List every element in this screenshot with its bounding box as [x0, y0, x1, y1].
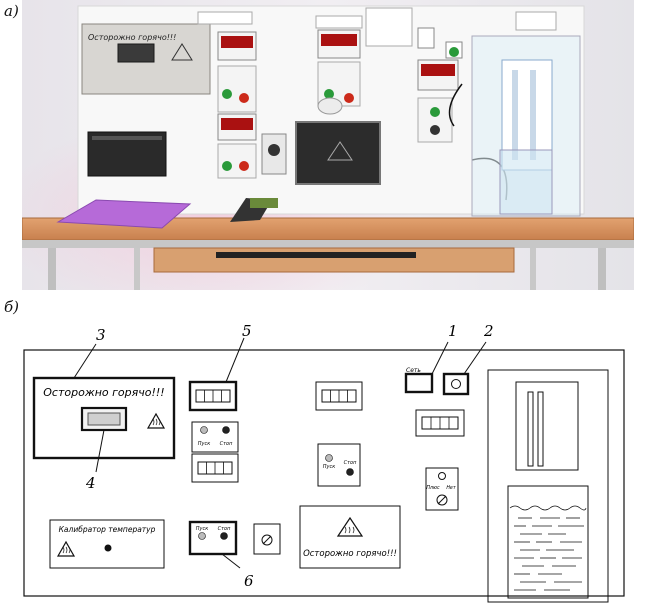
scheme-middle-controller [315, 381, 363, 411]
photo-warning-text: Осторожно горячо!!! [88, 33, 176, 42]
calibrator-socket [104, 544, 112, 552]
callout-3: 3 [96, 326, 106, 344]
purple-folder-photo [56, 199, 192, 229]
figure-label-b: б) [4, 298, 20, 316]
controller-column-2-photo [317, 29, 361, 115]
callout-6: 6 [244, 572, 254, 590]
scheme-right-controller [415, 409, 465, 437]
thermostat-glass-case-photo [471, 11, 581, 217]
power-label: Сеть [406, 367, 421, 374]
scheme-controller-5 [188, 380, 238, 412]
controller-column-1-photo [217, 31, 287, 179]
lab-stand-photo: Осторожно горячо!!! [22, 0, 634, 290]
svg-text:Стоп: Стоп [220, 441, 233, 447]
desk-shelf [153, 247, 515, 273]
water-lines [514, 517, 584, 591]
callout-1: 1 [448, 322, 458, 340]
callout-5: 5 [242, 322, 252, 340]
box-warning-icon [336, 516, 364, 537]
scheme-left-start-stop: Пуск Стоп [191, 421, 239, 453]
scheme-middle-start-stop: Пуск Стоп [317, 443, 361, 487]
controller-column-3-photo [417, 27, 463, 143]
callout-2: 2 [483, 322, 494, 340]
scheme-warning-text-2: Осторожно горячо!!! [303, 549, 397, 559]
scheme-selector-switch [253, 523, 281, 555]
scheme-frame [23, 349, 625, 597]
scheme-thermostat-cabinet [487, 369, 609, 603]
heater-box-photo [295, 121, 381, 185]
scheme-warning-text: Осторожно горячо!!! [43, 386, 164, 399]
scheme-indicator-lamp-2 [442, 372, 470, 396]
scheme-heater-block: Осторожно горячо!!! [32, 376, 176, 460]
scheme-right-lamp-switch: Плюс Нет [425, 467, 459, 511]
stand-scheme: Осторожно горячо!!! Калибратор температу… [23, 322, 625, 603]
svg-text:Плюс: Плюс [426, 485, 440, 491]
figure-label-a: а) [4, 2, 19, 20]
scheme-calibrator-block: Калибратор температур [49, 519, 165, 569]
scheme-start-stop-6: Пуск Стоп [188, 520, 238, 556]
callout-leaders [73, 337, 487, 569]
callout-4: 4 [85, 474, 96, 492]
svg-text:Пуск: Пуск [323, 464, 336, 470]
scheme-left-controller-2 [191, 453, 239, 483]
svg-text:Стоп: Стоп [344, 460, 357, 466]
svg-text:Пуск: Пуск [196, 526, 209, 532]
calibrator-label: Калибратор температур [59, 525, 156, 534]
svg-text:Пуск: Пуск [198, 441, 211, 447]
svg-text:Стоп: Стоп [218, 526, 231, 532]
scheme-warning-box: Осторожно горячо!!! [299, 505, 401, 569]
heater-unit-photo: Осторожно горячо!!! [81, 23, 211, 95]
svg-text:Нет: Нет [446, 485, 456, 491]
scheme-power-switch-1: Сеть [404, 367, 434, 394]
